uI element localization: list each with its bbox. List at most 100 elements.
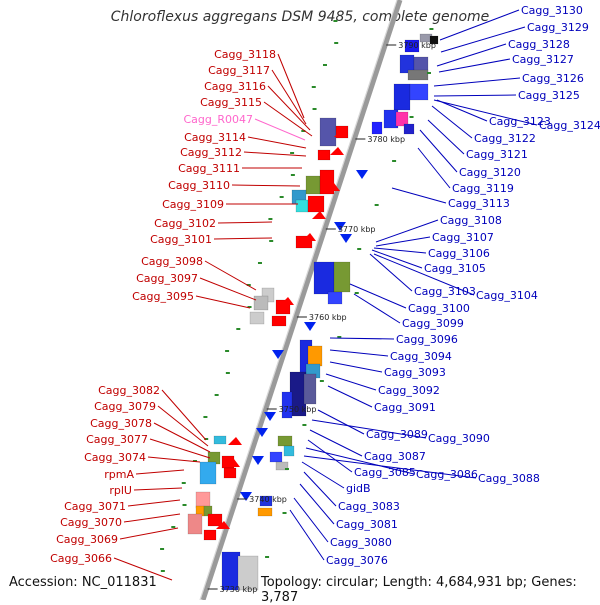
gene-label-cagg-3099[interactable]: Cagg_3099 bbox=[402, 317, 464, 330]
gene-label-cagg-3083[interactable]: Cagg_3083 bbox=[338, 500, 400, 513]
gene-label-rplu[interactable]: rplU bbox=[109, 484, 132, 497]
reverse-gene-block[interactable] bbox=[307, 345, 323, 367]
gene-label-cagg-3087[interactable]: Cagg_3087 bbox=[364, 450, 426, 463]
gene-label-cagg-3074[interactable]: Cagg_3074 bbox=[84, 451, 146, 464]
gene-label-cagg-3100[interactable]: Cagg_3100 bbox=[408, 302, 470, 315]
gene-label-cagg-3079[interactable]: Cagg_3079 bbox=[94, 400, 156, 413]
forward-gene-block[interactable] bbox=[213, 435, 227, 445]
reverse-gene-block[interactable] bbox=[281, 391, 293, 419]
gene-label-cagg-3101[interactable]: Cagg_3101 bbox=[150, 233, 212, 246]
forward-gene-block[interactable] bbox=[249, 311, 265, 325]
gene-label-cagg-3130[interactable]: Cagg_3130 bbox=[521, 4, 583, 17]
reverse-gene-block[interactable] bbox=[404, 39, 420, 53]
gene-label-cagg-3094[interactable]: Cagg_3094 bbox=[390, 350, 452, 363]
gene-label-cagg-3093[interactable]: Cagg_3093 bbox=[384, 366, 446, 379]
gene-label-cagg-3089[interactable]: Cagg_3089 bbox=[366, 428, 428, 441]
forward-gene-block[interactable] bbox=[271, 315, 287, 327]
gene-label-cagg-3121[interactable]: Cagg_3121 bbox=[466, 148, 528, 161]
gene-label-cagg-3096[interactable]: Cagg_3096 bbox=[396, 333, 458, 346]
gene-label-cagg-3091[interactable]: Cagg_3091 bbox=[374, 401, 436, 414]
forward-gene-block[interactable] bbox=[317, 149, 331, 161]
reverse-gene-block[interactable] bbox=[283, 445, 295, 457]
forward-gene-block[interactable] bbox=[195, 491, 211, 509]
forward-gene-block[interactable] bbox=[253, 295, 269, 311]
gene-label-cagg-3098[interactable]: Cagg_3098 bbox=[141, 255, 203, 268]
gene-label-cagg-3108[interactable]: Cagg_3108 bbox=[440, 214, 502, 227]
gene-label-cagg-3128[interactable]: Cagg_3128 bbox=[508, 38, 570, 51]
reverse-gene-block[interactable] bbox=[393, 83, 411, 111]
reverse-gene-block[interactable] bbox=[395, 111, 409, 127]
gene-label-cagg-3069[interactable]: Cagg_3069 bbox=[56, 533, 118, 546]
reverse-gene-block[interactable] bbox=[303, 373, 317, 405]
reverse-gene-block[interactable] bbox=[237, 555, 259, 591]
gene-label-cagg-3114[interactable]: Cagg_3114 bbox=[184, 131, 246, 144]
gene-label-cagg-3110[interactable]: Cagg_3110 bbox=[168, 179, 230, 192]
gene-label-cagg-3112[interactable]: Cagg_3112 bbox=[180, 146, 242, 159]
gene-label-cagg-3081[interactable]: Cagg_3081 bbox=[336, 518, 398, 531]
reverse-gene-block[interactable] bbox=[269, 451, 283, 463]
reverse-gene-block[interactable] bbox=[429, 35, 439, 45]
gene-label-cagg-3127[interactable]: Cagg_3127 bbox=[512, 53, 574, 66]
gene-label-cagg-3113[interactable]: Cagg_3113 bbox=[448, 197, 510, 210]
gene-label-cagg-3097[interactable]: Cagg_3097 bbox=[136, 272, 198, 285]
gene-label-cagg-3120[interactable]: Cagg_3120 bbox=[459, 166, 521, 179]
gene-label-cagg-3117[interactable]: Cagg_3117 bbox=[208, 64, 270, 77]
gene-label-cagg-3107[interactable]: Cagg_3107 bbox=[432, 231, 494, 244]
gene-label-cagg-3125[interactable]: Cagg_3125 bbox=[518, 89, 580, 102]
gene-label-cagg-3080[interactable]: Cagg_3080 bbox=[330, 536, 392, 549]
gene-label-cagg-3090[interactable]: Cagg_3090 bbox=[428, 432, 490, 445]
reverse-gene-block[interactable] bbox=[259, 495, 273, 507]
gene-label-cagg-3109[interactable]: Cagg_3109 bbox=[162, 198, 224, 211]
gene-label-cagg-3119[interactable]: Cagg_3119 bbox=[452, 182, 514, 195]
gene-label-cagg-3126[interactable]: Cagg_3126 bbox=[522, 72, 584, 85]
gene-label-cagg-3115[interactable]: Cagg_3115 bbox=[200, 96, 262, 109]
gene-label-cagg-3095[interactable]: Cagg_3095 bbox=[132, 290, 194, 303]
gene-label-cagg-3122[interactable]: Cagg_3122 bbox=[474, 132, 536, 145]
forward-gene-block[interactable] bbox=[295, 199, 309, 213]
forward-gene-block[interactable] bbox=[307, 195, 325, 213]
forward-gene-block[interactable] bbox=[187, 513, 203, 535]
gene-label-cagg-r0047[interactable]: Cagg_R0047 bbox=[183, 113, 253, 126]
gene-label-cagg-3071[interactable]: Cagg_3071 bbox=[64, 500, 126, 513]
reverse-gene-block[interactable] bbox=[407, 69, 429, 81]
reverse-gene-block[interactable] bbox=[409, 83, 429, 101]
gene-label-cagg-3070[interactable]: Cagg_3070 bbox=[60, 516, 122, 529]
gene-label-cagg-3078[interactable]: Cagg_3078 bbox=[90, 417, 152, 430]
gene-label-cagg-3129[interactable]: Cagg_3129 bbox=[527, 21, 589, 34]
gene-label-cagg-3102[interactable]: Cagg_3102 bbox=[154, 217, 216, 230]
gene-label-gidb[interactable]: gidB bbox=[346, 482, 371, 495]
reverse-gene-block[interactable] bbox=[327, 291, 343, 305]
gene-label-cagg-3111[interactable]: Cagg_3111 bbox=[178, 162, 240, 175]
gene-label-cagg-3103[interactable]: Cagg_3103 bbox=[414, 285, 476, 298]
reverse-gene-block[interactable] bbox=[313, 261, 335, 295]
forward-gene-block[interactable] bbox=[203, 529, 217, 541]
reverse-gene-block[interactable] bbox=[371, 121, 383, 135]
reverse-gene-block[interactable] bbox=[257, 507, 273, 517]
reverse-gene-block[interactable] bbox=[275, 461, 289, 471]
reverse-gene-block[interactable] bbox=[333, 261, 351, 293]
forward-gene-block[interactable] bbox=[319, 117, 337, 147]
forward-gene-block[interactable] bbox=[223, 467, 237, 479]
gene-label-cagg-3118[interactable]: Cagg_3118 bbox=[214, 48, 276, 61]
gene-label-cagg-3105[interactable]: Cagg_3105 bbox=[424, 262, 486, 275]
gene-label-cagg-3077[interactable]: Cagg_3077 bbox=[86, 433, 148, 446]
gene-label-cagg-3124[interactable]: Cagg_3124 bbox=[539, 119, 600, 132]
gene-label-cagg-3116[interactable]: Cagg_3116 bbox=[204, 80, 266, 93]
gene-label-cagg-3076[interactable]: Cagg_3076 bbox=[326, 554, 388, 567]
gene-label-cagg-3085[interactable]: Cagg_3085 bbox=[354, 466, 416, 479]
gene-label-cagg-3082[interactable]: Cagg_3082 bbox=[98, 384, 160, 397]
gene-label-cagg-3086[interactable]: Cagg_3086 bbox=[416, 468, 478, 481]
gene-label-cagg-3106[interactable]: Cagg_3106 bbox=[428, 247, 490, 260]
reverse-gene-block[interactable] bbox=[403, 123, 415, 135]
forward-gene-block[interactable] bbox=[305, 175, 321, 195]
gene-label-rpma[interactable]: rpmA bbox=[104, 468, 134, 481]
reverse-gene-block[interactable] bbox=[277, 435, 293, 447]
forward-gene-block[interactable] bbox=[199, 461, 217, 485]
gene-label-cagg-3104[interactable]: Cagg_3104 bbox=[476, 289, 538, 302]
gene-label-cagg-3088[interactable]: Cagg_3088 bbox=[478, 472, 540, 485]
gene-label-cagg-3066[interactable]: Cagg_3066 bbox=[50, 552, 112, 565]
gene-label-cagg-3123[interactable]: Cagg_3123 bbox=[489, 115, 551, 128]
forward-gene-block[interactable] bbox=[207, 513, 223, 527]
gene-label-cagg-3092[interactable]: Cagg_3092 bbox=[378, 384, 440, 397]
